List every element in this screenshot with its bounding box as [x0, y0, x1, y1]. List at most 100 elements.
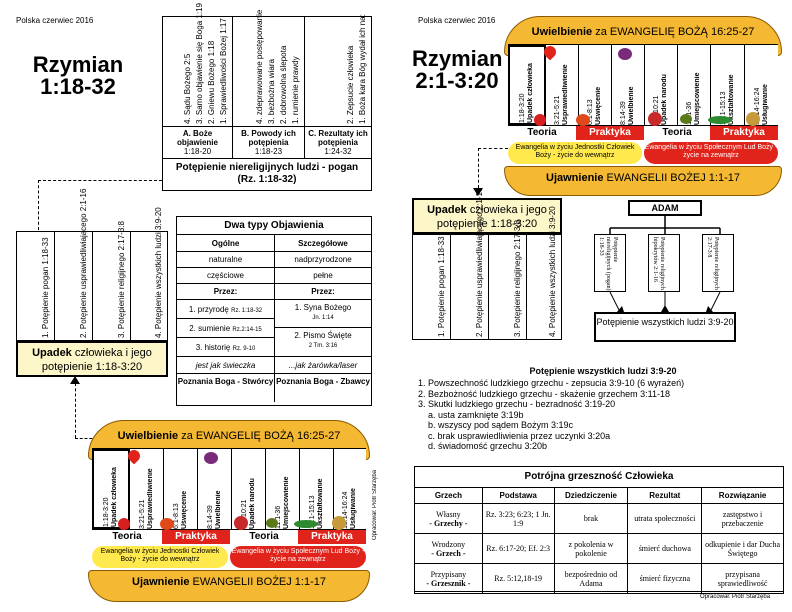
col-a-item: 4. Sądu Bożego 2:5 [183, 53, 192, 124]
arrow-up-icon [70, 376, 80, 384]
praktyka-label: Praktyka [710, 126, 778, 140]
two-revelations-table: Dwa typy Objawienia Ogólne naturalne czę… [176, 216, 372, 406]
onion-icon [332, 516, 346, 530]
list-item: b. wszyscy pod sądem Bożym 3:19c [428, 420, 574, 430]
col-b-items: 1. rumienie prawdy 2. dobrowolna ślepota… [233, 9, 305, 126]
col-b-item: 1. rumienie prawdy [291, 56, 300, 124]
connector-line [75, 438, 97, 439]
all-condemnation-title: Potępienie wszystkich ludzi 3:9-20 [529, 366, 677, 376]
right-title-line2: 2:1-3:20 [415, 68, 499, 93]
connector-line [478, 148, 479, 188]
stage-item: 1. Potępienie pogan 1:18-33 [41, 237, 50, 338]
bun-bottom-label: Ujawnienie EWANGELII BOŻEJ 1:1-17 [132, 576, 326, 588]
bun-top-label: Uwielbienie za EWANGELIĘ BOŻĄ 16:25-27 [531, 26, 755, 38]
individual-gospel-pill: Ewangelia w życiu Jednostki Człowiek Boż… [508, 142, 642, 164]
list-item: 1. Powszechność ludzkiego grzechu - zeps… [418, 378, 685, 388]
bun-top-label: Uwielbienie za EWANGELIĘ BOŻĄ 16:25-27 [117, 430, 341, 442]
connector-line [75, 378, 76, 438]
list-item: a. usta zamknięte 3:19b [428, 409, 524, 420]
left-title-line2: 1:18-32 [40, 74, 116, 99]
bun-bottom-label: Ujawnienie EWANGELII BOŻEJ 1:1-17 [546, 172, 740, 184]
left-credit: Opracował: Piotr Starzęba [372, 470, 378, 541]
revelation-table-title: Dwa typy Objawienia [177, 217, 371, 235]
condemnation-stages-box: 1. Potępienie pogan 1:18-33 2. Potępieni… [16, 189, 168, 341]
fall-caption-right: Upadek człowieka i jego potępienie 1:18-… [412, 198, 562, 234]
teoria-label: Teoria [644, 126, 710, 140]
teoria-label: Teoria [508, 126, 576, 140]
list-item: c. brak usprawiedliwienia przez uczynki … [428, 430, 611, 441]
cucumber-icon [708, 116, 732, 124]
col-a-item: 1. Sprawiedliwości Bożej 1:17 [219, 18, 228, 124]
col-a-item: 3. Samo objawienie się Boga 1:19 [195, 3, 204, 124]
col-c-item: 2. Zepsucie człowieka [346, 45, 355, 124]
olive-icon [680, 114, 692, 124]
grapes-icon [204, 452, 218, 464]
praktyka-label: Praktyka [298, 530, 366, 544]
social-gospel-pill: Ewangelia w życiu Społecznym Lud Boży - … [230, 546, 366, 568]
scroll-hypocrites: Potępienie religijnych hipokrytów 2:1-16 [648, 234, 680, 292]
table-row: Przypisany- Grzesznik - Rz. 5:12,18-19 b… [414, 563, 784, 594]
bun-bottom [504, 166, 782, 196]
all-condemnation-list: 1. Powszechność ludzkiego grzechu - zeps… [418, 378, 788, 452]
tomato-icon [576, 114, 590, 126]
scroll-religious: Potępienie religijnych 2:17-3:8 [702, 234, 734, 292]
col-c-item: 1. Boża kara Bóg wydał ich na: [358, 14, 367, 124]
fall-caption: Upadek człowieka i jego potępienie 1:18-… [16, 341, 168, 377]
burger-diagram-left: Uwielbienie za EWANGELIĘ BOŻĄ 16:25-27 U… [88, 420, 370, 602]
revelation-reasons-table: 1. Sprawiedliwości Bożej 1:17 2. Gniewu … [162, 3, 372, 191]
list-item: d. świadomość grzechu 3:20b [428, 441, 548, 451]
adam-arrows [609, 216, 721, 313]
connector-line [38, 180, 162, 181]
all-people-box: Potępienie wszystkich ludzi 3:9-20 [594, 312, 736, 342]
stage-item: 2. Potępienie usprawiedliwiającego 2:1-1… [475, 187, 484, 337]
stage-item: 4. Potępienie wszystkich ludzi 3:9-20 [548, 206, 557, 337]
col-a-head: A. Boże objawienie 1:18-20 [163, 127, 233, 158]
olive-icon [266, 518, 278, 528]
teoria-label: Teoria [230, 530, 298, 544]
sin-table-title: Potrójna grzeszność Człowieka [524, 471, 674, 482]
individual-gospel-pill: Ewangelia w życiu Jednostki Człowiek Boż… [92, 546, 228, 568]
col-b-item: 2. dobrowolna ślepota [279, 45, 288, 124]
stage-item: 4. Potępienie wszystkich ludzi 3:9-20 [154, 207, 163, 338]
list-item: 3. Skutki ludzkiego grzechu - bezradność… [418, 399, 616, 409]
teoria-label: Teoria [92, 530, 162, 544]
stage-item: 1. Potępienie pogan 1:18-33 [437, 236, 446, 337]
col-a-items: 1. Sprawiedliwości Bożej 1:17 2. Gniewu … [163, 3, 233, 126]
right-title: Rzymian 2:1-3:20 [412, 48, 502, 92]
pepper-icon [648, 112, 662, 126]
tomato-icon [534, 114, 546, 126]
list-item: 2. Bezbożność ludzkiego grzechu - skażen… [418, 388, 670, 399]
condemnation-stages-box-right: 1. Potępienie pogan 1:18-33 2. Potępieni… [412, 187, 562, 340]
social-gospel-pill: Ewangelia w życiu Społecznym Lud Boży - … [644, 142, 778, 164]
praktyka-label: Praktyka [162, 530, 230, 544]
scroll-pagans: Potępienie niereligijnych (pogan) 1:18-3… [594, 234, 626, 292]
adam-box: ADAM [628, 200, 702, 216]
col-b-head: B. Powody ich potępienia 1:18-23 [233, 127, 305, 158]
arrow-down-icon [473, 188, 483, 196]
grapes-icon [618, 48, 632, 60]
table-row: Własny- Grzechy - Rz. 3:23; 6:23; 1 Jn. … [414, 503, 784, 534]
right-header: Polska czerwiec 2016 [418, 16, 496, 25]
stage-item: 3. Potępienie religijnego 2:17-3:8 [513, 220, 522, 337]
col-a-item: 2. Gniewu Bożego 1:18 [207, 40, 216, 124]
tomato-icon [118, 518, 130, 530]
bun-bottom [88, 570, 370, 602]
col-b-item: 4. zdeprawowane postępowanie [255, 9, 264, 124]
praktyka-label: Praktyka [576, 126, 644, 140]
sin-table: Grzech Podstawa Dziedziczenie Rezultat R… [414, 487, 784, 594]
burger-diagram-right: Uwielbienie za EWANGELIĘ BOŻĄ 16:25-27 U… [504, 16, 782, 196]
cucumber-icon [294, 520, 318, 528]
left-title-line1: Rzymian [32, 52, 124, 77]
connector-line [478, 148, 508, 149]
col-c-items: 1. Boża kara Bóg wydał ich na: 2. Zepsuc… [305, 14, 371, 126]
connector-line [38, 180, 39, 230]
onion-icon [746, 112, 760, 126]
threefold-sin-table: Potrójna grzeszność Człowieka Grzech Pod… [414, 466, 784, 594]
table-row: Wrodzony- Grzech - Rz. 6:17-20; Ef. 2:3 … [414, 533, 784, 564]
left-title: Rzymian 1:18-32 [22, 54, 134, 98]
pagan-condemnation-caption: Potępienie niereligijnych ludzi - pogan … [175, 162, 359, 185]
tomato-icon [160, 518, 174, 530]
stage-item: 3. Potępienie religijnego 2:17-3:8 [117, 221, 126, 338]
